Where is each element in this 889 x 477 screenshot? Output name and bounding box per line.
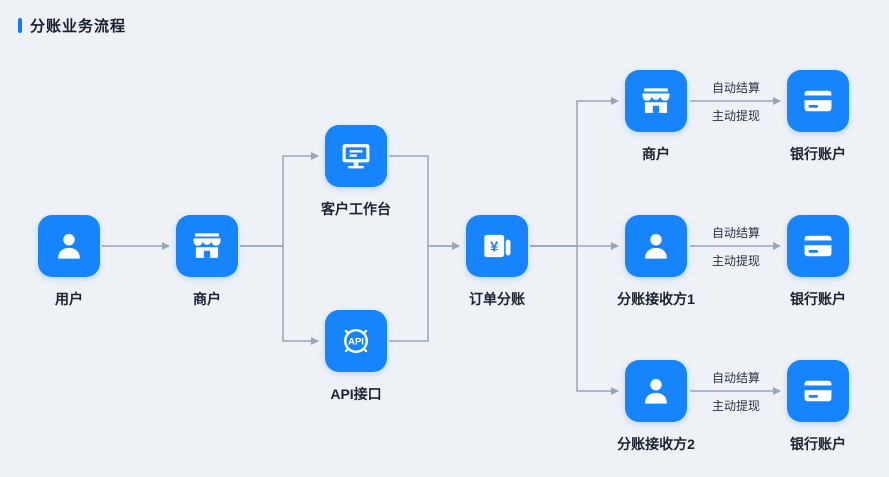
node-merchant: 商户 (176, 215, 238, 309)
node-user: 用户 (38, 215, 100, 309)
node-bank2: 银行账户 (787, 215, 849, 309)
node-workbench: 客户工作台 (321, 125, 391, 219)
title-accent-bar (18, 18, 22, 33)
page-title-row: 分账业务流程 (18, 15, 126, 36)
node-user-label: 用户 (55, 291, 83, 307)
node-api: API API接口 (325, 310, 387, 404)
node-bank2-label: 银行账户 (790, 291, 846, 307)
node-bank3-label: 银行账户 (790, 436, 846, 452)
node-receiver2-label: 分账接收方2 (617, 436, 695, 452)
edge-label-withdraw-2: 主动提现 (711, 254, 761, 268)
store-icon (176, 215, 238, 277)
node-api-label: API接口 (330, 386, 382, 402)
user-icon (38, 215, 100, 277)
node-bank1: 银行账户 (787, 70, 849, 164)
edge-label-auto-settle-2: 自动结算 (711, 226, 761, 240)
receipt-yuan-icon: ¥ (466, 215, 528, 277)
edge-order-receiver2 (530, 245, 619, 395)
node-bank3: 银行账户 (787, 360, 849, 454)
edge-order-merchant2 (530, 97, 619, 247)
node-merchant-receiver-label: 商户 (642, 146, 670, 162)
edge-label-withdraw-1: 主动提现 (711, 109, 761, 123)
bank-card-icon (787, 215, 849, 277)
node-merchant-label: 商户 (193, 291, 221, 307)
node-workbench-label: 客户工作台 (321, 201, 391, 217)
page-title: 分账业务流程 (30, 18, 127, 35)
node-receiver2: 分账接收方2 (617, 360, 695, 454)
node-order-split: ¥ 订单分账 (466, 215, 528, 309)
monitor-icon (325, 125, 387, 187)
node-receiver1: 分账接收方1 (617, 215, 695, 309)
node-merchant-receiver: 商户 (625, 70, 687, 164)
bank-card-icon (787, 70, 849, 132)
bank-card-icon (787, 360, 849, 422)
api-badge-text: API (348, 337, 364, 348)
edge-label-auto-settle-1: 自动结算 (711, 81, 761, 95)
user-icon (625, 215, 687, 277)
yuan-symbol: ¥ (490, 238, 499, 255)
store-icon (625, 70, 687, 132)
node-order-split-label: 订单分账 (469, 291, 525, 307)
edge-label-withdraw-3: 主动提现 (711, 399, 761, 413)
node-bank1-label: 银行账户 (790, 146, 846, 162)
api-icon: API (325, 310, 387, 372)
node-receiver1-label: 分账接收方1 (617, 291, 695, 307)
user-icon (625, 360, 687, 422)
edge-label-auto-settle-3: 自动结算 (711, 371, 761, 385)
